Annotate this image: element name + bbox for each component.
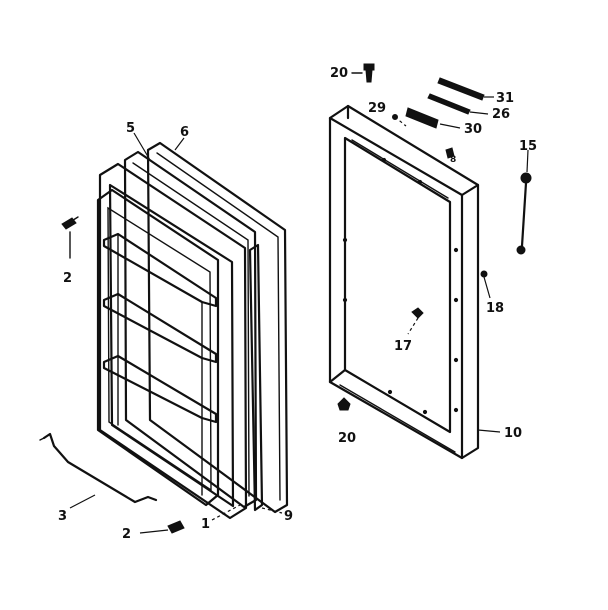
screw-20-bottom bbox=[337, 397, 351, 411]
callout-20-bottom: 20 bbox=[338, 431, 356, 446]
callout-10: 10 bbox=[504, 426, 522, 441]
strip-26 bbox=[427, 93, 489, 115]
door-handle-3 bbox=[39, 432, 158, 504]
callout-8: 8 bbox=[450, 155, 456, 165]
callout-2-top: 2 bbox=[63, 271, 72, 286]
callout-6: 6 bbox=[180, 125, 189, 140]
callout-26: 26 bbox=[492, 107, 510, 122]
hinge-pin-15 bbox=[516, 149, 532, 255]
strip-31 bbox=[437, 77, 494, 101]
screw-8 bbox=[445, 147, 455, 159]
callout-20-top: 20 bbox=[330, 66, 348, 81]
bracket-30 bbox=[405, 107, 461, 129]
callout-30: 30 bbox=[464, 122, 482, 137]
screw-20-top bbox=[351, 63, 375, 83]
callout-9: 9 bbox=[284, 509, 293, 524]
breaker-strip-9 bbox=[248, 243, 283, 514]
callout-29: 29 bbox=[368, 101, 386, 116]
plug-17 bbox=[407, 307, 424, 335]
callout-5: 5 bbox=[126, 121, 135, 136]
callout-17: 17 bbox=[394, 339, 412, 354]
callout-31: 31 bbox=[496, 91, 514, 106]
callout-2-bottom: 2 bbox=[122, 527, 131, 542]
door-panel-6 bbox=[146, 141, 289, 514]
callout-1: 1 bbox=[201, 517, 210, 532]
screw-2-bottom bbox=[139, 520, 185, 534]
bracket-29 bbox=[392, 114, 407, 127]
door-frame-10 bbox=[328, 104, 480, 460]
door-inner-shelves bbox=[96, 188, 220, 507]
plug-18 bbox=[480, 270, 491, 299]
callout-15: 15 bbox=[519, 139, 537, 154]
callout-3: 3 bbox=[58, 509, 67, 524]
door-gasket-5 bbox=[123, 150, 258, 509]
callout-18: 18 bbox=[486, 301, 504, 316]
door-liner-1 bbox=[98, 162, 248, 520]
screw-2-top bbox=[61, 216, 79, 259]
